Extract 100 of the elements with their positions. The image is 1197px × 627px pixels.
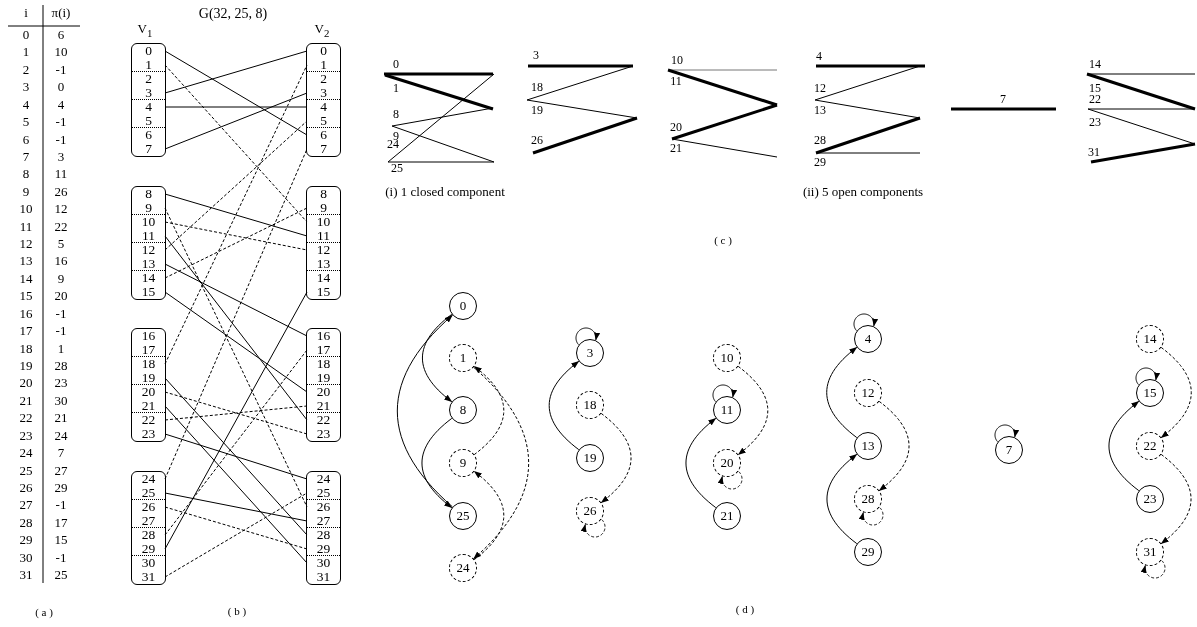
vertex-label: 21 <box>670 142 682 156</box>
set-label: V$_{1}$ <box>137 22 153 40</box>
vertex-set-box <box>131 471 166 585</box>
table-cell: 23 <box>54 376 68 391</box>
vertex-number: 21 <box>307 399 340 413</box>
vertex-number: 1 <box>132 58 165 72</box>
connector-line <box>164 92 308 150</box>
vertex-number: 6 <box>307 128 340 142</box>
vertex-number: 12 <box>132 243 165 257</box>
table-cell: 23 <box>19 428 33 443</box>
table-cell: 10 <box>19 202 33 217</box>
vertex-label: 26 <box>531 134 543 148</box>
connector-line <box>164 207 308 279</box>
vertex-set-box <box>131 43 166 157</box>
arrow <box>1108 400 1140 492</box>
vertex-number: 29 <box>307 542 340 556</box>
vertex-label: 8 <box>393 108 399 122</box>
vertex-number: 5 <box>132 114 165 128</box>
vertex-number: 24 <box>132 472 165 486</box>
table-cell: 1 <box>57 341 65 356</box>
vertex-label: 19 <box>531 104 543 118</box>
vertex-label: 7 <box>1000 93 1006 107</box>
table-cell: 28 <box>54 358 68 374</box>
table-cell: 10 <box>54 45 68 60</box>
vertex-number: 22 <box>307 413 340 427</box>
vertex-label: 1 <box>393 82 399 96</box>
vertex-number: 30 <box>132 556 165 570</box>
vertex-number: 18 <box>307 357 340 371</box>
vertex-label: 14 <box>1089 58 1101 72</box>
vertex-number: 4 <box>132 100 165 114</box>
arrow <box>826 346 858 439</box>
table-cell: -1 <box>55 306 67 321</box>
arrow <box>473 365 505 456</box>
vertex-set-box <box>131 186 166 300</box>
vertex-number: 5 <box>307 114 340 128</box>
arrow <box>421 313 453 403</box>
self-loop-arrow <box>717 471 743 490</box>
table-cell: 20 <box>54 289 68 304</box>
table-cell: 15 <box>19 289 33 304</box>
connector-line <box>164 405 308 421</box>
vertex-number: 19 <box>307 371 340 385</box>
vertex-label: 31 <box>1088 146 1100 160</box>
component-caption: (ii) 5 open components <box>802 184 924 200</box>
vertex-label: 10 <box>671 54 683 68</box>
vertex-number: 24 <box>307 472 340 486</box>
vertex-label: 23 <box>1089 116 1101 130</box>
arrow <box>826 453 858 545</box>
table-cell: 4 <box>22 97 30 112</box>
vertex-label: 28 <box>814 134 826 148</box>
table-cell: 11 <box>54 167 68 182</box>
arrow <box>421 417 453 509</box>
vertex-set-box <box>306 328 341 442</box>
vertex-number: 6 <box>132 128 165 142</box>
vertex-label: 15 <box>1089 82 1101 96</box>
vertex-number: 31 <box>307 570 340 584</box>
vertex-number: 14 <box>132 271 165 285</box>
vertex-number: 18 <box>132 357 165 371</box>
vertex-number: 8 <box>307 187 340 201</box>
connector-line <box>164 291 308 550</box>
vertex-number: 14 <box>307 271 340 285</box>
arrow <box>1160 346 1192 439</box>
column-header: π(i) <box>51 5 71 21</box>
vertex-number: 4 <box>307 100 340 114</box>
vertex-number: 10 <box>132 215 165 229</box>
vertex-set-box <box>306 471 341 585</box>
vertex-number: 0 <box>132 44 165 58</box>
self-loop-arrow <box>580 519 606 538</box>
vertex-number: 22 <box>132 413 165 427</box>
table-cell: 1 <box>22 45 30 60</box>
table-cell: 29 <box>54 480 68 496</box>
panel-caption: ( c ) <box>714 233 732 247</box>
table-cell: -1 <box>55 498 67 513</box>
set-label: V$_{2}$ <box>314 22 330 40</box>
vertex-number: 9 <box>132 201 165 215</box>
table-cell: 26 <box>54 184 68 199</box>
table-cell: 7 <box>57 445 65 461</box>
vertex-number: 25 <box>307 486 340 500</box>
vertex-number: 3 <box>132 86 165 100</box>
vertex-number: 2 <box>307 72 340 86</box>
arrow <box>473 470 505 561</box>
vertex-number: 11 <box>132 229 165 243</box>
vertex-set-box <box>306 43 341 157</box>
table-cell: 8 <box>22 167 30 182</box>
table-cell: 25 <box>19 463 33 478</box>
connector-line <box>164 405 308 564</box>
vertex-set-box <box>131 328 166 442</box>
vertex-number: 26 <box>132 500 165 514</box>
table-cell: 6 <box>22 132 30 147</box>
table-cell: 15 <box>54 533 68 548</box>
vertex-number: 13 <box>307 257 340 271</box>
vertex-label: 29 <box>814 156 826 170</box>
table-cell: 3 <box>22 80 30 95</box>
table-cell: -1 <box>55 324 67 339</box>
vertex-number: 21 <box>132 399 165 413</box>
vertex-label: 18 <box>531 81 543 95</box>
table-cell: 17 <box>54 515 68 530</box>
table-cell: 21 <box>54 411 68 426</box>
vertex-number: 16 <box>132 329 165 343</box>
vertex-number: 30 <box>307 556 340 570</box>
vertex-label: 11 <box>670 75 682 89</box>
